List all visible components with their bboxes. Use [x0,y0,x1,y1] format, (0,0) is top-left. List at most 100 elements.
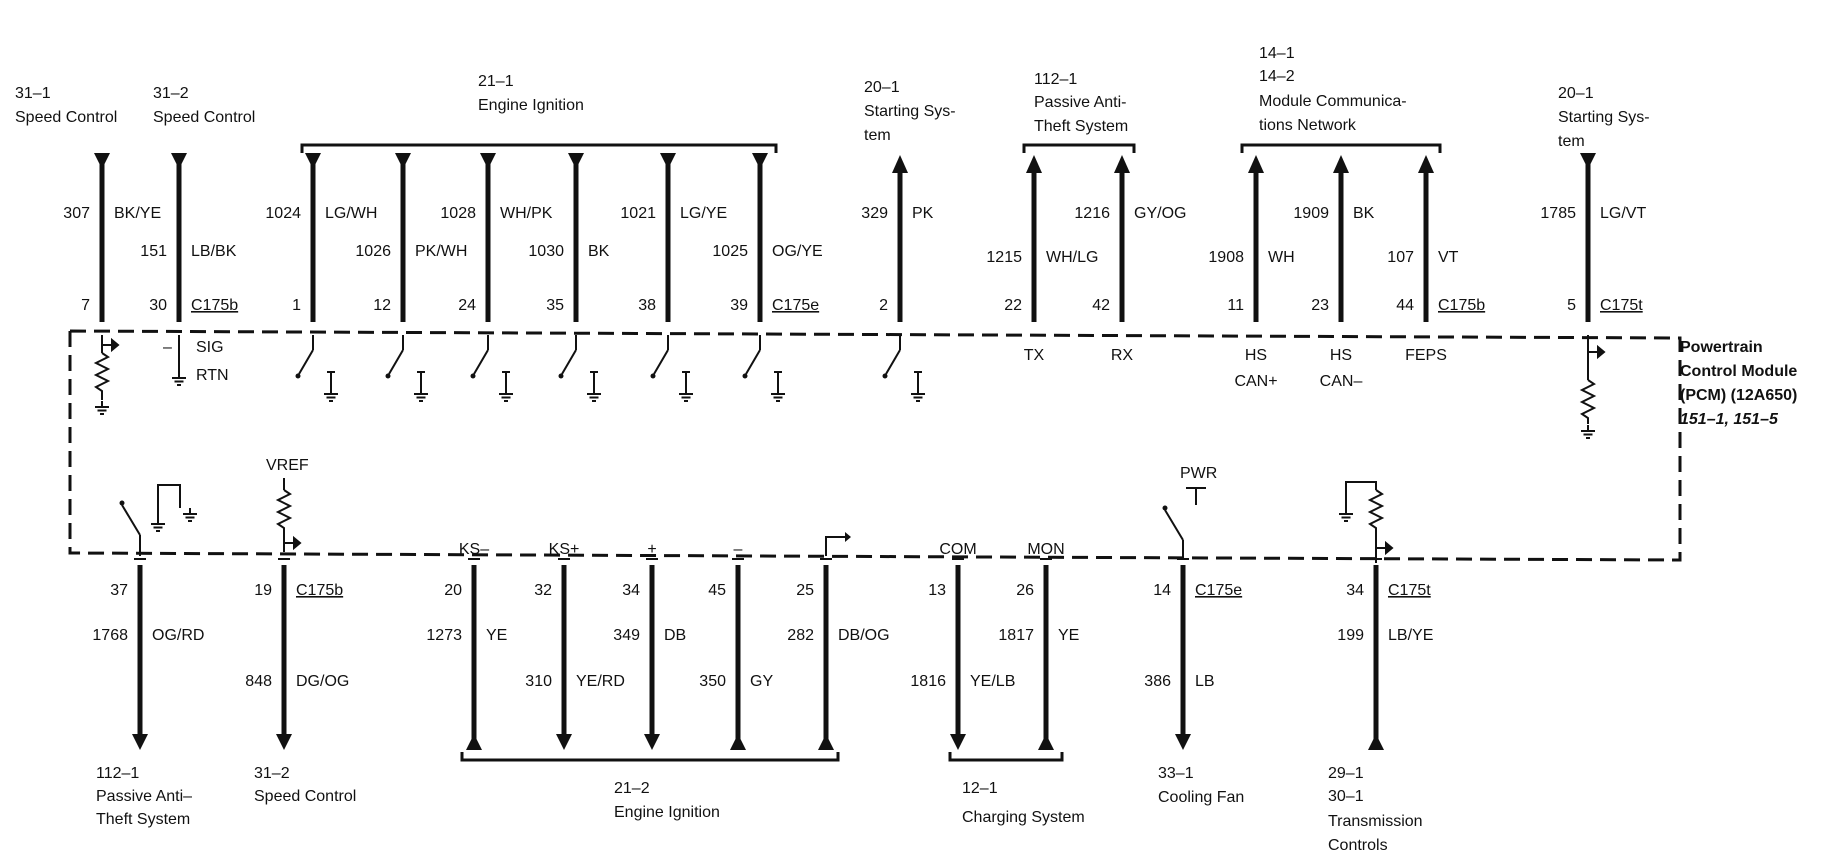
connector-id: C175b [191,297,238,314]
circuit-number: 1908 [1208,249,1244,266]
module-name-1: Powertrain [1680,339,1763,356]
top-group-1-line1: 31–1 [15,85,51,102]
switch-contact [470,335,514,402]
pin-number: 30 [149,297,167,314]
pin-number: 35 [546,297,564,314]
bottom-brace-engine-ignition [460,752,840,762]
wire-color: LB [1195,673,1215,690]
bottom-group-6-line1: 29–1 [1328,765,1364,782]
circuit-number: 1024 [265,205,301,222]
wire-arrow-out [1248,155,1264,173]
top-group-5-line2: Passive Anti- [1034,94,1126,111]
signal-label: TX [1024,347,1045,364]
bottom-group-4-line2: Charging System [962,809,1085,826]
circuit-number: 1785 [1540,205,1576,222]
circuit-number: 1030 [528,243,564,260]
pin-number: 42 [1092,297,1110,314]
bottom-group-1-line2: Passive Anti– [96,788,192,805]
pin-number: 11 [1227,297,1244,314]
pin-number: 26 [1016,582,1034,599]
signal-label: HS [1245,347,1267,364]
label-minus: – [163,339,172,356]
top-group-4-line1: 20–1 [864,79,900,96]
connector-id: C175e [1195,582,1242,599]
wire-arrow-out [1114,155,1130,173]
circuit-number: 310 [525,673,552,690]
pin-number: 39 [730,297,748,314]
signal-label-2: CAN+ [1234,373,1277,390]
wire-color: OG/YE [772,243,823,260]
wire-color: WH [1268,249,1295,266]
wire-color: PK [912,205,934,222]
wire-arrow-out [1333,155,1349,173]
bottom-group-2-line2: Speed Control [254,788,356,805]
top-brace-anti-theft [1022,143,1136,153]
pin-number: 38 [638,297,656,314]
circuit-number: 1025 [712,243,748,260]
connector-id: C175b [1438,297,1485,314]
pin-number: 25 [796,582,814,599]
pcm-module-label: Powertrain Control Module (PCM) (12A650)… [1680,339,1797,428]
top-group-6-line2: 14–2 [1259,68,1295,85]
wire-color: YE/LB [970,673,1015,690]
top-group-7-line2: Starting Sys- [1558,109,1650,126]
top-brace-engine-ignition [300,143,778,153]
switch-contact [295,335,339,402]
wire-color: YE/RD [576,673,625,690]
wire-arrow-in [94,153,110,169]
top-group-3-line1: 21–1 [478,73,514,90]
top-group-2-line2: Speed Control [153,109,255,126]
wire-color: BK [588,243,610,260]
pin-number: 34 [622,582,640,599]
wire-color: DB [664,627,686,644]
pin5-resistor [1579,335,1605,439]
switch-contact [558,335,602,402]
signal-label: RX [1111,347,1134,364]
switch-contact [385,335,429,402]
switch-contacts [295,335,926,402]
wire-color: GY/OG [1134,205,1186,222]
signal-label: MON [1027,541,1064,558]
bottom-brace-charging [948,752,1064,762]
pin-number: 1 [292,297,301,314]
circuit-number: 1817 [998,627,1034,644]
wire-arrow-down [950,734,966,750]
pin-number: 20 [444,582,462,599]
circuit-number: 1909 [1293,205,1329,222]
bottom-group-5-line2: Cooling Fan [1158,789,1244,806]
signal-label: KS– [459,541,489,558]
pin-number: 13 [928,582,946,599]
wire-arrow-up [1368,734,1384,750]
wire-arrow-down [132,734,148,750]
circuit-number: 329 [861,205,888,222]
bottom-group-1-line1: 112–1 [96,765,139,782]
switch-contact [650,335,694,402]
top-brace-module-comm [1240,143,1442,153]
pin-number: 5 [1567,297,1576,314]
wire-color: BK/YE [114,205,161,222]
wire-arrow-up [1038,734,1054,750]
signal-label: + [647,541,656,558]
signal-label: COM [939,541,976,558]
wire-arrow-in [171,153,187,169]
wire-color: BK [1353,205,1375,222]
signal-label: – [734,541,743,558]
top-group-6-line1: 14–1 [1259,45,1295,62]
bottom-group-3-line2: Engine Ignition [614,804,720,821]
circuit-number: 282 [787,627,814,644]
label-pwr: PWR [1180,465,1217,482]
bottom-group-6-line4: Controls [1328,837,1388,854]
circuit-number: 1026 [355,243,391,260]
bottom-group-6-line2: 30–1 [1328,788,1364,805]
